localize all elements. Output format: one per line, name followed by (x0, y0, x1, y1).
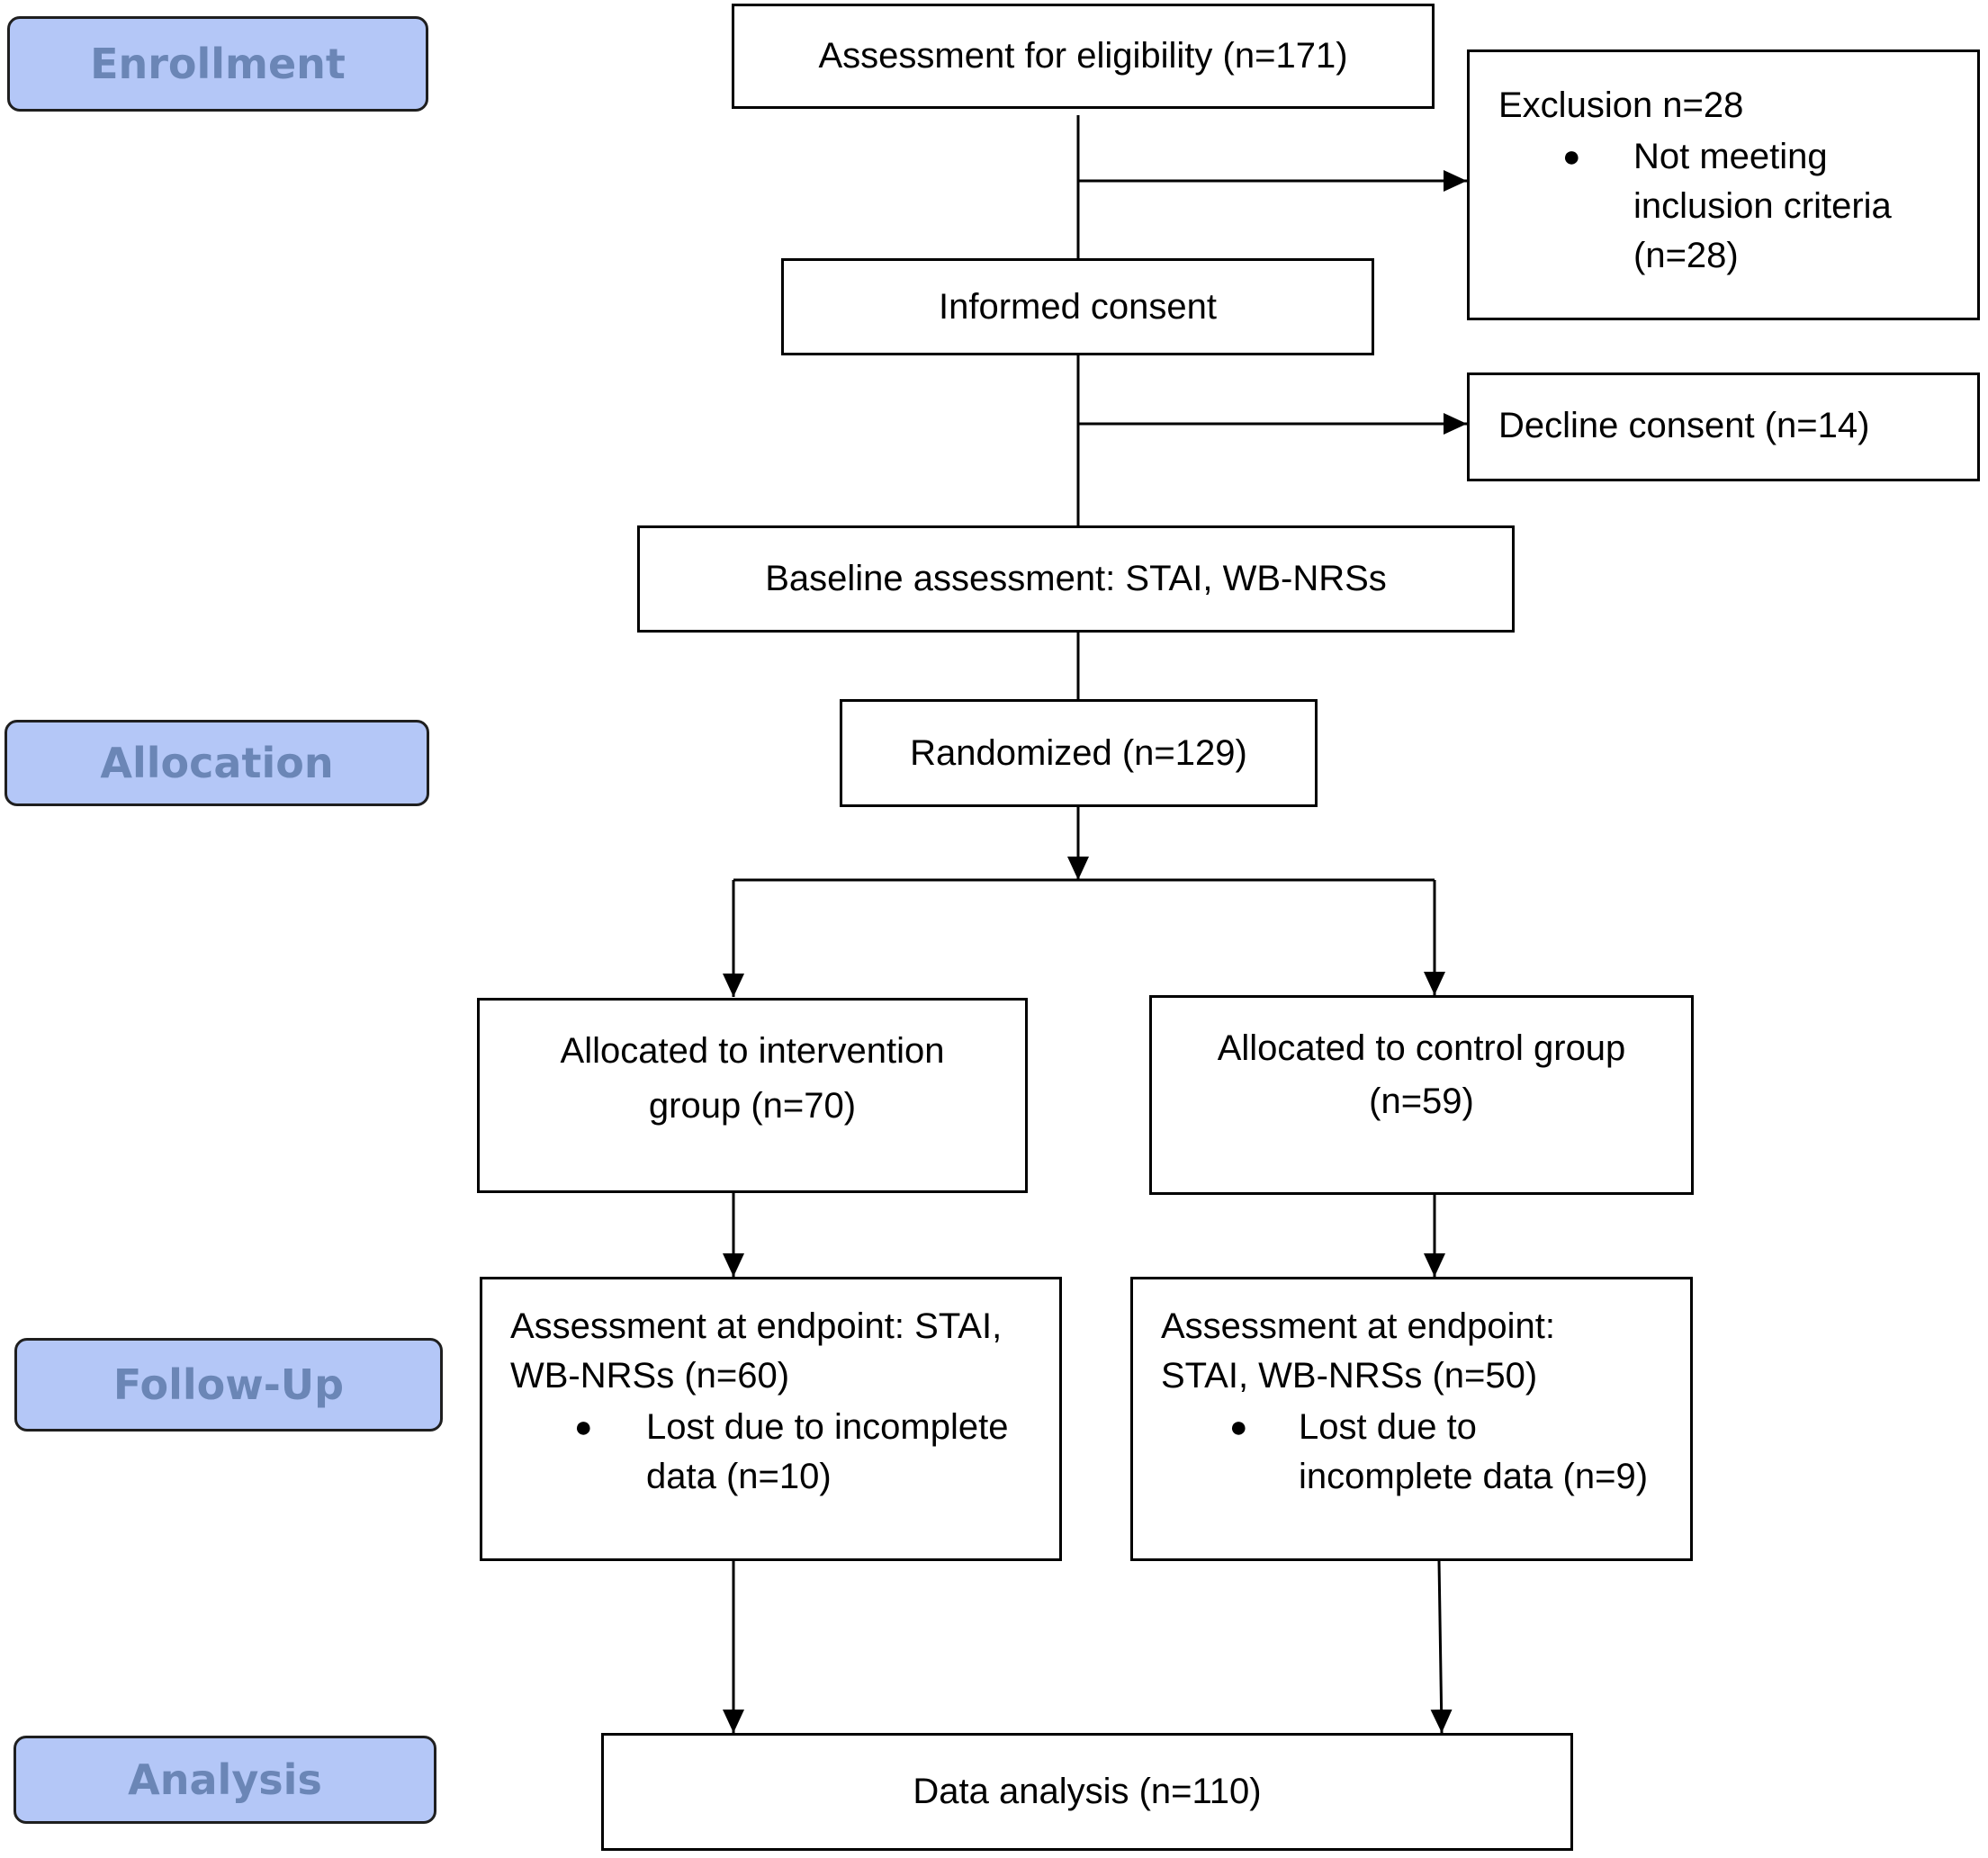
decline-text: Decline consent (n=14) (1498, 406, 1870, 445)
exclusion-bullet-line2: inclusion criteria (1633, 186, 1892, 226)
endpoint-control-bullet-line2: incomplete data (n=9) (1299, 1457, 1649, 1496)
endpoint-control-bullet-line1: Lost due to (1299, 1407, 1477, 1447)
bullet-icon: ● (574, 1410, 593, 1444)
intervention-box: Allocated to intervention group (n=70) (477, 998, 1028, 1193)
stage-label-text: Enrollment (90, 40, 346, 88)
endpoint-intervention-bullet-line1: Lost due to incomplete (646, 1407, 1009, 1447)
endpoint-control-box: Assessment at endpoint: STAI, WB-NRSs (n… (1130, 1277, 1693, 1561)
control-line1: Allocated to control group (1217, 1028, 1626, 1068)
bullet-icon: ● (1229, 1410, 1248, 1444)
eligibility-box: Assessment for eligibility (n=171) (732, 4, 1435, 109)
exclusion-title: Exclusion n=28 (1498, 85, 1744, 125)
intervention-line2: group (n=70) (648, 1086, 857, 1126)
randomized-box: Randomized (n=129) (840, 699, 1318, 807)
decline-box: Decline consent (n=14) (1467, 372, 1980, 481)
exclusion-bullet-line1: Not meeting (1633, 137, 1828, 176)
arrow-endpoint-control-analysis (1430, 1560, 1453, 1734)
bullet-icon: ● (1562, 139, 1581, 174)
exclusion-bullet-line3: (n=28) (1633, 236, 1739, 275)
exclusion-box: Exclusion n=28 ● Not meeting inclusion c… (1467, 49, 1980, 320)
consent-box: Informed consent (781, 258, 1374, 355)
analysis-box: Data analysis (n=110) (601, 1733, 1573, 1851)
control-line2: (n=59) (1369, 1082, 1474, 1121)
endpoint-intervention-bullet-line2: data (n=10) (646, 1457, 832, 1496)
randomized-text: Randomized (n=129) (910, 732, 1247, 773)
stage-label-text: Analysis (128, 1755, 322, 1804)
endpoint-control-line2: STAI, WB-NRSs (n=50) (1161, 1356, 1538, 1396)
endpoint-control-line1: Assessment at endpoint: (1161, 1306, 1556, 1346)
stage-label-allocation: Allocation (4, 720, 429, 806)
stage-label-text: Allocation (100, 739, 334, 787)
intervention-line1: Allocated to intervention (560, 1031, 945, 1071)
endpoint-intervention-line2: WB-NRSs (n=60) (510, 1356, 790, 1396)
stage-label-text: Follow-Up (112, 1360, 345, 1409)
control-box: Allocated to control group (n=59) (1149, 995, 1694, 1195)
eligibility-text: Assessment for eligibility (n=171) (818, 36, 1348, 76)
stage-label-analysis: Analysis (13, 1736, 436, 1824)
consent-text: Informed consent (938, 286, 1218, 327)
baseline-box: Baseline assessment: STAI, WB-NRSs (637, 525, 1515, 633)
stage-label-follow-up: Follow-Up (14, 1338, 443, 1432)
analysis-text: Data analysis (n=110) (913, 1772, 1262, 1811)
stage-label-enrollment: Enrollment (7, 16, 428, 112)
endpoint-intervention-line1: Assessment at endpoint: STAI, (510, 1306, 1003, 1346)
baseline-text: Baseline assessment: STAI, WB-NRSs (765, 559, 1387, 598)
endpoint-intervention-box: Assessment at endpoint: STAI, WB-NRSs (n… (480, 1277, 1062, 1561)
